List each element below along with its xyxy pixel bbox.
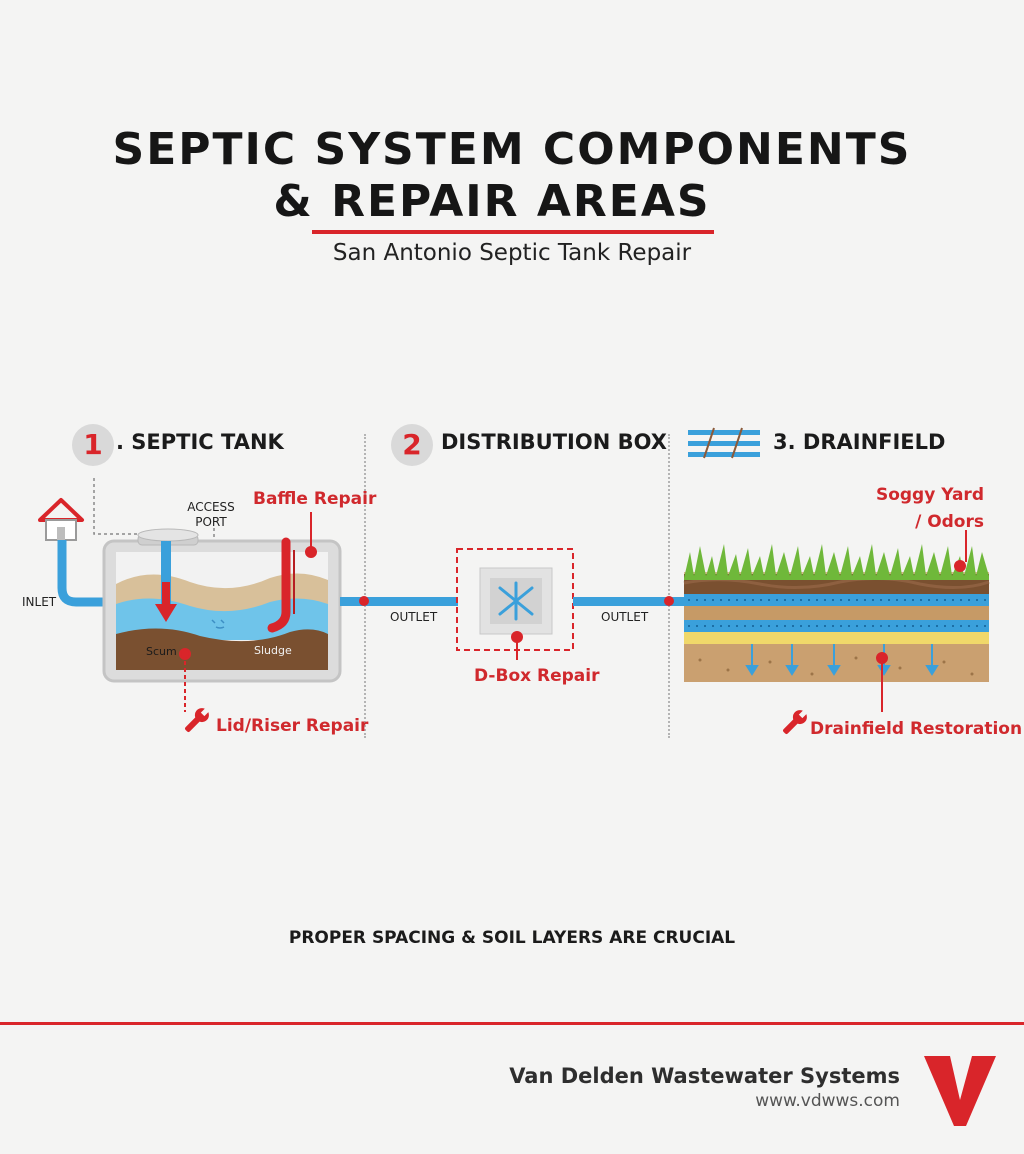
outlet-label-1: OUTLET <box>390 610 438 624</box>
company-name: Van Delden Wastewater Systems <box>509 1064 900 1088</box>
soggy-yard-label: Soggy Yard / Odors <box>875 485 984 532</box>
drainfield-restoration-label: Drainfield Restoration <box>810 719 1023 739</box>
scum-label: Scum <box>146 645 177 658</box>
baffle-repair-label: Baffle Repair <box>253 489 377 509</box>
page-title-line1: SEPTIC SYSTEM COMPONENTS <box>112 124 912 175</box>
house-icon <box>38 498 84 541</box>
distribution-box <box>456 548 574 651</box>
footer-divider <box>0 1022 1024 1025</box>
septic-tank <box>102 528 342 683</box>
divider-2 <box>668 434 670 738</box>
title-underline <box>312 230 714 234</box>
wrench-icon <box>185 706 211 732</box>
sludge-label: Sludge <box>254 644 292 657</box>
inlet-label: INLET <box>22 595 57 609</box>
stage-1-number: 1 <box>72 424 114 466</box>
company-website[interactable]: www.vdwws.com <box>755 1091 900 1111</box>
company-logo <box>924 1056 996 1126</box>
page-title-line2: & REPAIR AREAS <box>273 176 711 227</box>
divider-1 <box>364 434 366 738</box>
subtitle: San Antonio Septic Tank Repair <box>332 240 692 266</box>
wrench-icon <box>783 708 809 734</box>
outlet-label-2: OUTLET <box>601 610 649 624</box>
dbox-repair-label: D-Box Repair <box>474 666 600 686</box>
stage-1-title: . SEPTIC TANK <box>116 430 284 454</box>
access-port-label: ACCESS PORT <box>187 500 235 529</box>
stage-3-title: 3. DRAINFIELD <box>773 430 946 454</box>
septic-diagram <box>38 478 990 734</box>
drainfield <box>683 544 990 682</box>
stage-2-title: DISTRIBUTION BOX <box>441 430 667 454</box>
stage-2-number: 2 <box>391 424 433 466</box>
lid-riser-repair-label: Lid/Riser Repair <box>216 716 369 736</box>
pipes-icon <box>688 427 760 459</box>
spacing-note: PROPER SPACING & SOIL LAYERS ARE CRUCIAL <box>288 928 736 948</box>
